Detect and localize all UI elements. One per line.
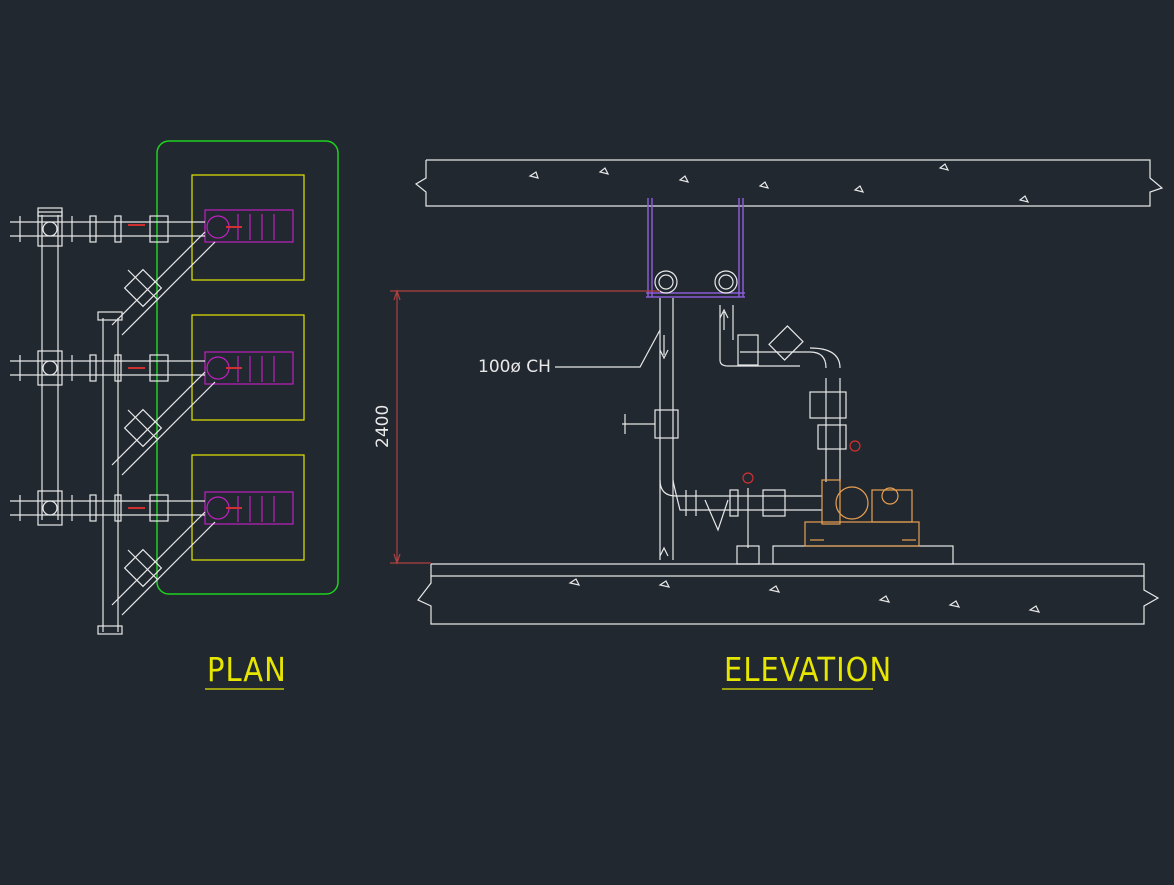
floor-slab [417, 563, 1160, 625]
pipe-section-right [714, 270, 738, 294]
height-dimension [390, 289, 660, 565]
discharge-header [97, 311, 123, 635]
pump-frame-1 [191, 174, 305, 281]
pump-frame-3 [191, 454, 305, 561]
vertical-riser [622, 298, 679, 560]
suction-line-2 [10, 350, 205, 386]
suction-header [37, 207, 63, 520]
pipe-hanger [646, 198, 745, 298]
ceiling-slab [414, 159, 1164, 207]
discharge-branch-2 [111, 371, 216, 476]
elevation-view [390, 159, 1164, 625]
strainer-support [736, 545, 760, 565]
pump-frame-2 [191, 314, 305, 421]
pressure-gauge-discharge [849, 440, 861, 452]
plan-title: PLAN [207, 650, 287, 690]
pipe-label-leader [555, 329, 661, 368]
pipe-size-label: 100ø CH [478, 357, 551, 377]
discharge-branch-3 [111, 511, 216, 616]
suction-pipe [659, 479, 822, 548]
pressure-gauge-suction [742, 472, 754, 484]
dimension-2400: 2400 [373, 404, 393, 448]
suction-line-1 [10, 211, 205, 247]
pump-room-enclosure [156, 140, 339, 595]
discharge-pipe [719, 305, 847, 482]
plan-view [10, 140, 339, 635]
pipe-section-left [654, 270, 678, 294]
discharge-branch-1 [111, 231, 216, 336]
pump-set [804, 479, 920, 547]
suction-line-3 [10, 490, 205, 526]
elevation-title: ELEVATION [724, 650, 893, 690]
pump-plinth [772, 545, 954, 565]
